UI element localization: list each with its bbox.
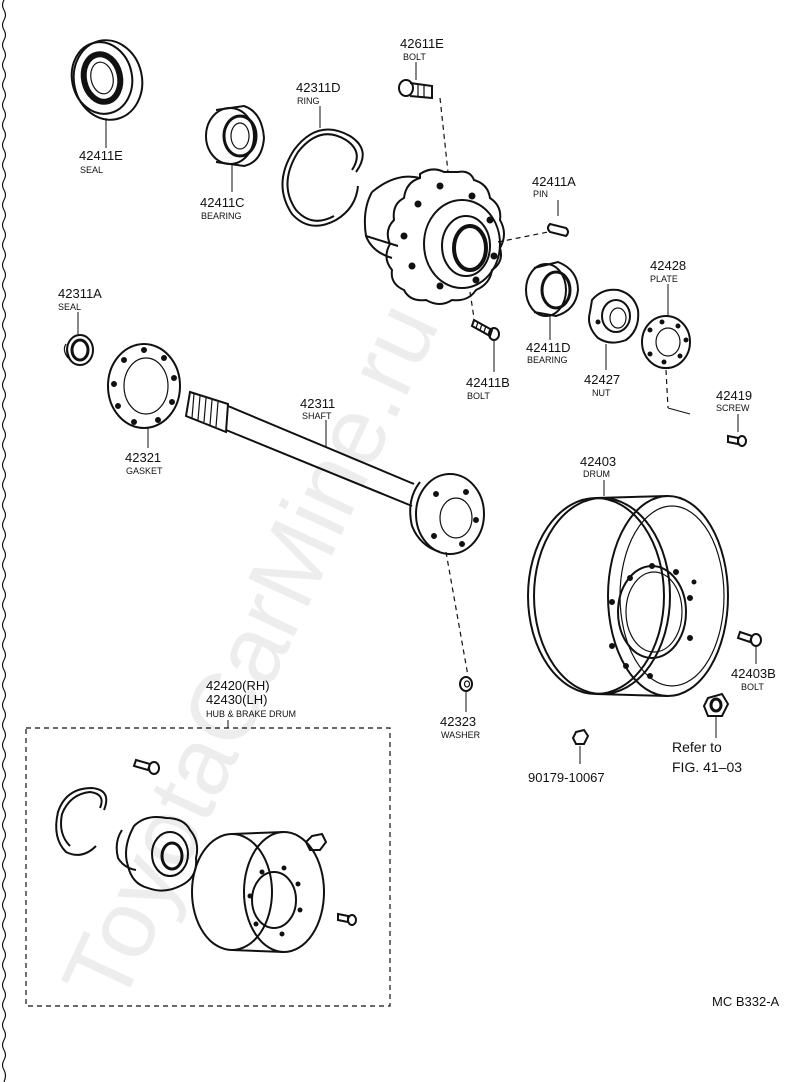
part-number-42403b: 42403B: [731, 666, 776, 681]
washer-42323-drawing: [459, 676, 473, 712]
assembly-hub-drum-drawing: [55, 758, 357, 953]
part-name-bolt-2: BOLT: [467, 391, 490, 401]
hub-nut-drawing: [702, 692, 730, 738]
part-name-washer: WASHER: [441, 730, 481, 740]
part-name-seal-2: SEAL: [58, 302, 81, 312]
screw-42419-drawing: [727, 414, 747, 447]
axle-hub-drawing: [363, 168, 549, 319]
part-name-nut: NUT: [592, 388, 611, 398]
seal-42311a-drawing: [63, 312, 94, 366]
bolt-42411b-drawing: [470, 318, 500, 372]
part-number-42321: 42321: [125, 450, 161, 465]
nut-90179-drawing: [571, 728, 590, 764]
part-number-42411b: 42411B: [466, 375, 510, 390]
seal-42411e-drawing: [70, 39, 144, 148]
part-name-bearing-2: BEARING: [527, 355, 568, 365]
part-number-42311a: 42311A: [58, 286, 102, 301]
brake-drum-drawing: [527, 480, 729, 697]
part-number-42311d: 42311D: [296, 80, 341, 95]
part-name-screw: SCREW: [716, 403, 750, 413]
plate-42428-drawing: [641, 284, 691, 415]
bearing-42411c-drawing: [205, 104, 266, 192]
part-name-gasket: GASKET: [126, 466, 163, 476]
torn-edge: [1, 0, 7, 1082]
refer-to-label: Refer to: [672, 739, 722, 755]
figure-reference: FIG. 41–03: [672, 759, 742, 775]
nut-42427-drawing: [588, 288, 640, 370]
part-number-42411c: 42411C: [200, 195, 245, 210]
part-number-42611e: 42611E: [400, 36, 444, 51]
part-number-42419: 42419: [716, 388, 752, 403]
part-name-pin: PIN: [533, 189, 548, 199]
diagram-code: MC B332-A: [712, 994, 780, 1009]
part-number-90179-10067: 90179-10067: [528, 770, 605, 785]
axle-shaft-drawing: [184, 390, 485, 677]
bolt-42611e-drawing: [398, 62, 449, 173]
part-name-seal-1: SEAL: [80, 165, 103, 175]
watermark: ToyotaCarMine.ru: [42, 287, 459, 1019]
part-number-42411d: 42411D: [526, 340, 571, 355]
part-number-42411e: 42411E: [79, 148, 123, 163]
part-number-42411a: 42411A: [532, 174, 576, 189]
part-name-ring: RING: [297, 96, 320, 106]
part-name-bolt-1: BOLT: [403, 52, 426, 62]
part-name-shaft: SHAFT: [302, 411, 332, 421]
ring-42311d-drawing: [281, 106, 364, 227]
pin-42411a-drawing: [547, 200, 569, 238]
bearing-42411d-drawing: [525, 260, 580, 340]
part-number-42311: 42311: [300, 396, 335, 411]
part-name-bolt-3: BOLT: [741, 682, 764, 692]
assembly-dashed-box: [25, 727, 391, 1007]
assembly-name: HUB & BRAKE DRUM: [206, 709, 296, 719]
part-name-drum: DRUM: [583, 469, 610, 479]
part-number-42403: 42403: [580, 454, 616, 469]
assembly-number-lh: 42430(LH): [206, 692, 267, 707]
part-number-42427: 42427: [584, 372, 620, 387]
assembly-number-rh: 42420(RH): [206, 678, 270, 693]
part-number-42428: 42428: [650, 258, 686, 273]
part-name-plate: PLATE: [650, 274, 678, 284]
part-name-bearing-1: BEARING: [201, 211, 242, 221]
bolt-42403b-drawing: [736, 630, 762, 664]
gasket-42321-drawing: [107, 343, 181, 448]
part-number-42323: 42323: [440, 714, 476, 729]
